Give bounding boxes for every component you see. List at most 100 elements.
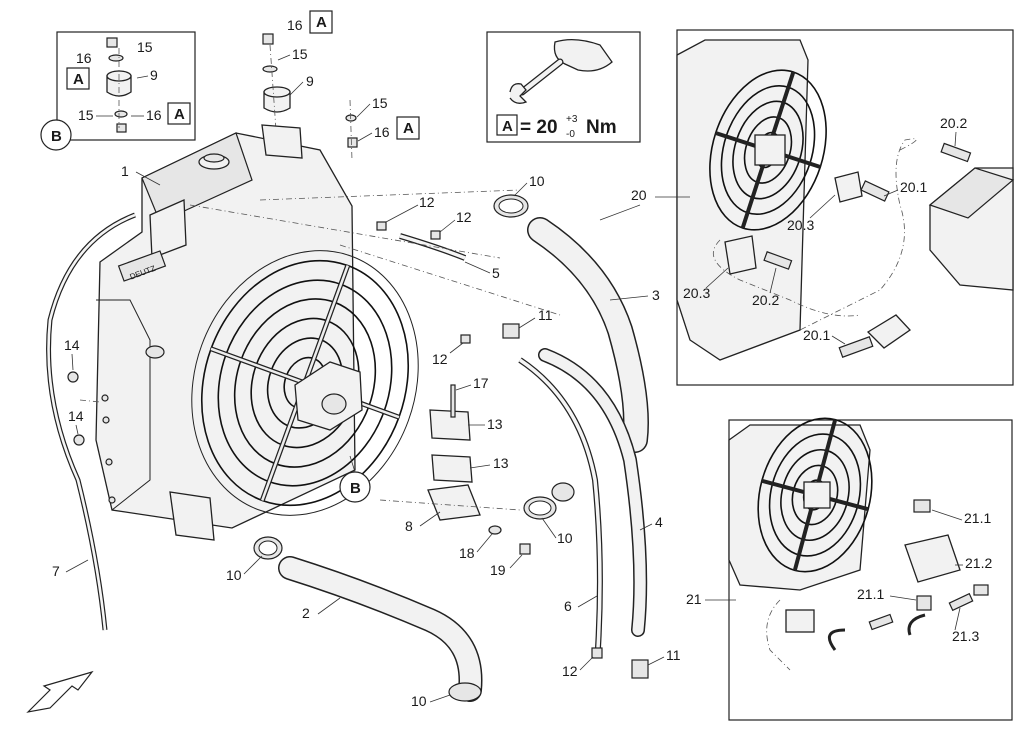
nut-16 bbox=[262, 33, 274, 45]
pipe-stub bbox=[551, 482, 575, 502]
label-20-2: 20.2 bbox=[940, 115, 967, 131]
variant-20-inset: 20 20.2 20.1 20.3 20.3 20.2 20.1 bbox=[599, 29, 1015, 386]
bolt-17 bbox=[450, 384, 456, 418]
callout-box-a bbox=[396, 116, 420, 140]
label-9: 9 bbox=[306, 73, 314, 89]
clip-12 bbox=[460, 334, 471, 344]
nut-16-lower-inset bbox=[116, 123, 127, 133]
label-12: 12 bbox=[432, 351, 448, 367]
label-10: 10 bbox=[411, 693, 427, 709]
bracket-8 bbox=[427, 484, 481, 521]
callout-box-a bbox=[66, 67, 90, 90]
label-20-1: 20.1 bbox=[900, 179, 927, 195]
label-10: 10 bbox=[529, 173, 545, 189]
label-20-3: 20.3 bbox=[683, 285, 710, 301]
fitting-20-2-top bbox=[940, 142, 972, 163]
label-20-2: 20.2 bbox=[752, 292, 779, 308]
label-6: 6 bbox=[564, 598, 572, 614]
label-12: 12 bbox=[419, 194, 435, 210]
label-15: 15 bbox=[292, 46, 308, 62]
nut-16-right bbox=[347, 137, 358, 148]
label-13: 13 bbox=[487, 416, 503, 432]
label-10: 10 bbox=[557, 530, 573, 546]
torque-unit: Nm bbox=[586, 117, 617, 138]
label-1: 1 bbox=[121, 163, 129, 179]
clamp-11 bbox=[502, 323, 520, 339]
fitting-20-2 bbox=[763, 251, 793, 270]
callout-b-text: B bbox=[51, 128, 62, 145]
label-21-1: 21.1 bbox=[964, 510, 991, 526]
top-mount-parts: 16 A 15 9 15 16 A bbox=[262, 10, 420, 161]
callout-box-a bbox=[309, 10, 333, 34]
wrench-head-icon bbox=[509, 83, 528, 104]
label-4: 4 bbox=[655, 514, 663, 530]
callout-box-a bbox=[167, 102, 191, 125]
label-21: 21 bbox=[686, 591, 702, 607]
label-21-2: 21.2 bbox=[965, 555, 992, 571]
label-18: 18 bbox=[459, 545, 475, 561]
fitting-21-3 bbox=[948, 592, 974, 612]
torque-box-a-text: A bbox=[502, 118, 513, 135]
top-mount-bracket bbox=[261, 124, 303, 159]
label-20-3: 20.3 bbox=[787, 217, 814, 233]
nut-16-inset bbox=[106, 37, 118, 48]
hose-fitting bbox=[145, 345, 165, 359]
label-15: 15 bbox=[137, 39, 153, 55]
callout-a-text: A bbox=[174, 106, 185, 123]
direction-arrow-icon bbox=[26, 670, 94, 713]
label-8: 8 bbox=[405, 518, 413, 534]
label-2: 2 bbox=[302, 605, 310, 621]
clamp-11 bbox=[631, 659, 649, 679]
label-15: 15 bbox=[372, 95, 388, 111]
washer-15 bbox=[262, 65, 278, 73]
plug-14 bbox=[73, 434, 85, 446]
label-14: 14 bbox=[68, 408, 84, 424]
washer-18 bbox=[488, 525, 502, 535]
valve-20-3 bbox=[834, 171, 863, 203]
mount-detail-inset: 16 15 9 15 16 A A bbox=[56, 31, 196, 141]
label-16: 16 bbox=[374, 124, 390, 140]
clip-12 bbox=[376, 221, 387, 231]
label-21-3: 21.3 bbox=[952, 628, 979, 644]
fan-hub-21 bbox=[803, 481, 831, 509]
washer-15-inset bbox=[108, 54, 124, 62]
plug-14 bbox=[67, 371, 79, 383]
manifold-20-1 bbox=[866, 314, 911, 349]
label-11: 11 bbox=[666, 647, 681, 663]
label-10: 10 bbox=[226, 567, 242, 583]
valve-block-21 bbox=[904, 534, 961, 583]
label-15: 15 bbox=[78, 107, 94, 123]
variant-21-inset: 21.1 21.2 21.1 21.3 21 bbox=[686, 417, 1013, 721]
label-14: 14 bbox=[64, 337, 80, 353]
valve-21-lower bbox=[785, 609, 815, 633]
torque-value: = 20 bbox=[520, 117, 558, 138]
torque-box-a bbox=[496, 114, 518, 136]
radiator-top-tank bbox=[141, 132, 253, 223]
label-12: 12 bbox=[562, 663, 578, 679]
label-3: 3 bbox=[652, 287, 660, 303]
bolt-19 bbox=[519, 543, 531, 555]
fitting-20-1-lower bbox=[838, 336, 874, 358]
fitting-21-1-top bbox=[913, 499, 931, 513]
top-bracket bbox=[149, 199, 187, 259]
label-7: 7 bbox=[52, 563, 60, 579]
radiator-assembly: DEUTZ bbox=[67, 124, 419, 541]
label-5: 5 bbox=[492, 265, 500, 281]
lower-bracket bbox=[169, 491, 215, 541]
callout-a-text: A bbox=[403, 120, 414, 137]
callout-circle-b bbox=[40, 119, 72, 151]
label-21-1: 21.1 bbox=[857, 586, 884, 602]
label-12: 12 bbox=[456, 209, 472, 225]
label-16: 16 bbox=[287, 17, 303, 33]
label-20-1: 20.1 bbox=[803, 327, 830, 343]
bracket-13-upper bbox=[429, 409, 471, 441]
label-20: 20 bbox=[631, 187, 647, 203]
fitting-21-1 bbox=[916, 595, 932, 611]
bracket-13-lower bbox=[431, 454, 473, 483]
callout-a-text: A bbox=[73, 71, 84, 88]
callout-b-text: B bbox=[350, 480, 361, 497]
label-9: 9 bbox=[150, 67, 158, 83]
torque-spec-inset: A = 20 +3 -0 Nm bbox=[486, 31, 641, 143]
fitting-20-1 bbox=[860, 180, 890, 202]
